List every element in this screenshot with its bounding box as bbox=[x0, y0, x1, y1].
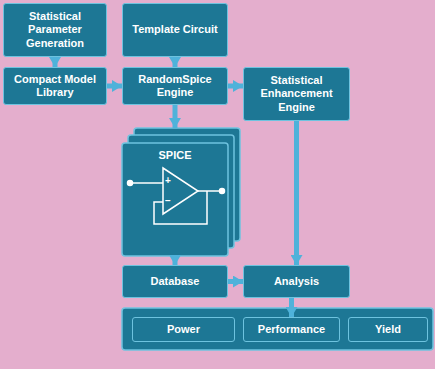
output-band bbox=[122, 308, 433, 350]
process-box: Compact Model Library bbox=[3, 67, 107, 105]
flow-arrow bbox=[228, 84, 243, 89]
flow-arrow bbox=[173, 105, 178, 128]
node-text: Power bbox=[167, 323, 200, 336]
node-text: Statistical Enhancement Engine bbox=[249, 74, 344, 114]
simulation-stack: SPICE bbox=[122, 128, 240, 256]
flow-arrow bbox=[228, 279, 243, 284]
process-box: Statistical Parameter Generation bbox=[3, 3, 107, 57]
process-box: RandomSpice Engine bbox=[122, 67, 228, 105]
process-box: Yield bbox=[348, 317, 428, 342]
node-text: SPICE bbox=[122, 128, 228, 162]
node-text: Database bbox=[151, 275, 200, 288]
process-box: Power bbox=[132, 317, 235, 342]
process-box: Database bbox=[122, 265, 228, 298]
pin-sign: + bbox=[165, 176, 171, 186]
process-box: Template Circuit bbox=[122, 3, 228, 57]
flow-arrow bbox=[53, 57, 58, 67]
node-text: RandomSpice Engine bbox=[128, 73, 222, 99]
pin-sign: − bbox=[165, 196, 171, 206]
opamp-symbol bbox=[128, 168, 225, 224]
process-box: Statistical Enhancement Engine bbox=[243, 67, 350, 121]
process-box: Performance bbox=[243, 317, 340, 342]
flow-arrow bbox=[173, 256, 178, 265]
node-text: Yield bbox=[375, 323, 401, 336]
flow-arrow bbox=[173, 57, 178, 67]
node-text: Performance bbox=[258, 323, 325, 336]
flow-arrow bbox=[289, 298, 294, 317]
node-text: Compact Model Library bbox=[9, 73, 101, 99]
node-text: Template Circuit bbox=[132, 23, 217, 36]
flow-arrow bbox=[107, 84, 122, 89]
flow-arrow bbox=[294, 121, 299, 265]
node-text: Statistical Parameter Generation bbox=[9, 10, 101, 50]
process-box: Analysis bbox=[243, 265, 350, 298]
node-text: Analysis bbox=[274, 275, 319, 288]
